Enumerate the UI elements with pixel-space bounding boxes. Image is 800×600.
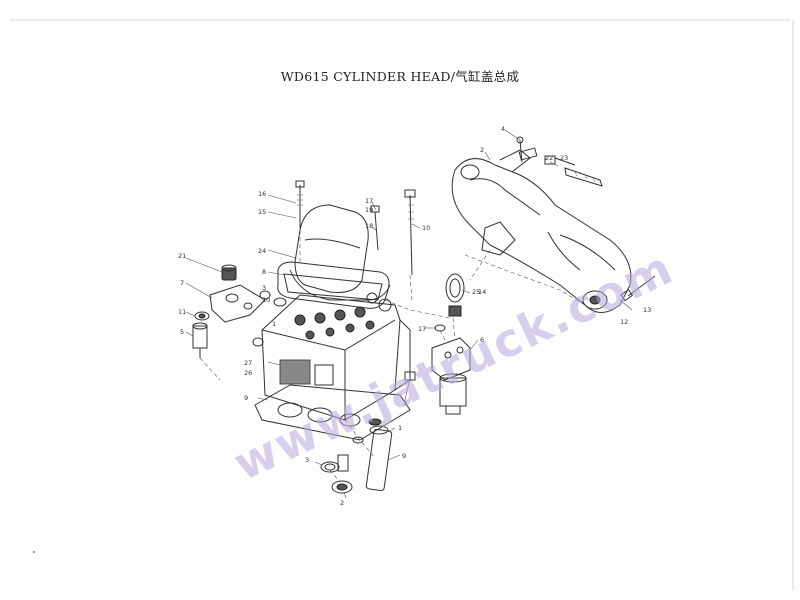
manifold-bolt-13 xyxy=(620,275,656,302)
connector-pipe-23 xyxy=(564,167,603,187)
cover-bolt-16 xyxy=(295,180,305,228)
callout-11: 11 xyxy=(178,308,186,316)
callout-6: 6 xyxy=(480,336,484,344)
callout-33: 3 xyxy=(305,456,309,464)
callout-3: 3 xyxy=(262,284,266,292)
small-part-3 xyxy=(259,290,271,300)
callout-8: 8 xyxy=(262,268,266,276)
bracket-7 xyxy=(209,284,266,323)
leader-lines xyxy=(185,129,633,499)
nut-21 xyxy=(221,264,237,281)
callout-13: 13 xyxy=(643,306,651,314)
intake-manifold xyxy=(451,147,632,313)
callout-16: 16 xyxy=(258,190,266,198)
bolt-32 xyxy=(404,371,416,381)
callout-24: 24 xyxy=(258,247,266,255)
o-ring-33 xyxy=(320,461,340,473)
callout-4: 4 xyxy=(501,125,505,133)
gasket-ring-25 xyxy=(445,273,465,303)
rocker-cover-gasket xyxy=(277,261,390,309)
callout-5: 5 xyxy=(180,328,184,336)
callout-9b: 9 xyxy=(402,452,406,460)
callout-1: 1 xyxy=(272,320,276,328)
washer-20 xyxy=(273,297,287,307)
small-bolt-18 xyxy=(370,205,380,251)
callout-19: 19 xyxy=(365,206,373,214)
drawing-title: WD615 CYLINDER HEAD/气缸盖总成 xyxy=(280,69,520,84)
callout-17b: 17 xyxy=(418,325,426,333)
callout-9: 9 xyxy=(244,394,248,402)
callout-32: 3 xyxy=(403,399,407,407)
callout-10: 10 xyxy=(422,224,430,232)
callout-14: 14 xyxy=(478,288,486,296)
callout-7: 7 xyxy=(180,279,184,287)
callout-2: 2 xyxy=(480,146,484,154)
nut-14 xyxy=(448,305,462,317)
callout-22: 22 xyxy=(545,154,553,162)
callout-26: 26 xyxy=(244,369,252,377)
sleeve-5 xyxy=(192,322,208,358)
callout-25: 25 xyxy=(472,288,480,296)
seal-ring-26 xyxy=(331,480,353,494)
sleeve-insert-30 xyxy=(337,454,349,472)
long-stud-10 xyxy=(404,189,416,276)
scan-speck xyxy=(32,550,36,554)
thermostat-housing-6 xyxy=(431,337,471,415)
callout-20: 20 xyxy=(262,296,270,304)
seal-11 xyxy=(194,311,210,321)
plug-21-left xyxy=(252,337,264,347)
callout-29: 2 xyxy=(340,499,344,507)
manifold-bolt-4 xyxy=(516,136,524,163)
callout-1b: 1 xyxy=(398,424,402,432)
callout-numbers: 4 2 22 23 13 12 16 15 24 8 17 19 18 10 2… xyxy=(178,125,651,507)
callout-18: 18 xyxy=(365,222,373,230)
callout-15: 15 xyxy=(258,208,266,216)
callout-12: 12 xyxy=(620,318,628,326)
sensor-plug-22 xyxy=(544,155,576,166)
callout-23: 23 xyxy=(560,154,568,162)
injector-sleeve-9 xyxy=(365,418,393,492)
callout-21: 21 xyxy=(178,252,186,260)
cylinder-head xyxy=(261,292,411,421)
head-gasket xyxy=(254,384,411,441)
callout-27: 27 xyxy=(244,359,252,367)
callout-17: 17 xyxy=(365,197,373,205)
rocker-cover xyxy=(289,204,391,301)
